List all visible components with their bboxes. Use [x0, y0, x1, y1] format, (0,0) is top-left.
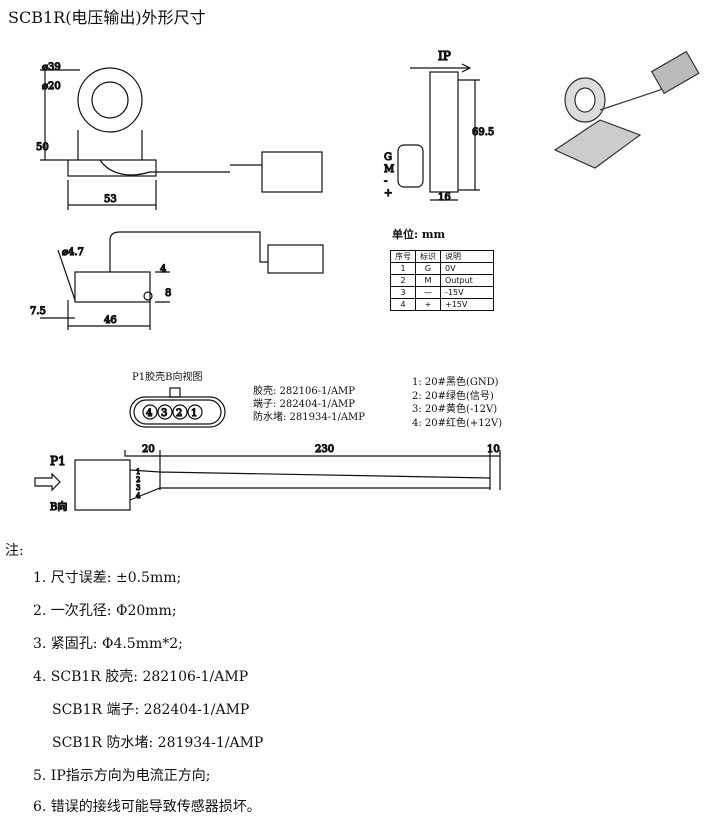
dim-diameter-20: ⌀20 [42, 81, 61, 92]
connector-view-title: P1胶壳B向视图 [132, 372, 203, 383]
notes-heading: 注: [5, 543, 24, 559]
pin-4: 4 [146, 408, 152, 419]
note-2: 2. 一次孔径: Φ20mm; [33, 603, 177, 619]
sensor-3d-image [553, 50, 700, 169]
cell: Output [440, 274, 494, 287]
table-header: 序号标识说明 [390, 250, 494, 263]
dim-diameter-39: ⌀39 [42, 62, 61, 73]
page-title: SCB1R(电压输出)外形尺寸 [8, 8, 206, 27]
wire-num-4: 4 [136, 492, 141, 500]
cell: — [415, 286, 441, 299]
dim-hole-4.7: ⌀4.7 [62, 247, 84, 258]
dim-46: 46 [104, 315, 117, 326]
header-cell: 标识 [415, 250, 441, 263]
note-1: 1. 尺寸误差: ±0.5mm; [33, 570, 182, 586]
sensor-bottom-view [40, 231, 324, 330]
sensor-side-view [397, 63, 480, 201]
cell: -15V [440, 286, 494, 299]
wire-1: 1: 20#黑色(GND) [412, 377, 499, 388]
sensor-front-view [40, 67, 323, 210]
cell: G [415, 262, 441, 275]
wire-num-1: 1 [136, 468, 140, 476]
dim-height-50: 50 [36, 142, 49, 153]
note-4-terminal: SCB1R 端子: 282404-1/AMP [52, 702, 250, 718]
cell: +15V [440, 298, 494, 311]
table-row: 3—-15V [390, 286, 494, 299]
cell: M [415, 274, 441, 287]
dim-8: 8 [165, 288, 171, 299]
note-6: 6. 错误的接线可能导致传感器损坏。 [33, 799, 261, 815]
wire-colors: 1: 20#黑色(GND) 2: 20#绿色(信号) 3: 20#黄色(-12V… [412, 376, 502, 430]
header-cell: 序号 [390, 250, 416, 263]
part-housing: 胶壳: 282106-1/AMP [253, 386, 356, 397]
cable-drawing [34, 450, 501, 511]
part-seal: 防水堵: 281934-1/AMP [253, 412, 366, 423]
wire-4: 4: 20#红色(+12V) [412, 417, 503, 429]
pin-label-plus: + [384, 188, 392, 199]
part-terminal: 端子: 282404-1/AMP [253, 399, 356, 410]
cell: 0V [440, 262, 494, 275]
dim-height-69.5: 69.5 [472, 127, 494, 138]
wire-num-3: 3 [136, 484, 140, 492]
p1-label: P1 [50, 454, 66, 468]
dim-7.5: 7.5 [30, 306, 46, 317]
dim-length-10: 10 [487, 444, 500, 455]
wire-num-2: 2 [136, 476, 140, 484]
dim-width-16: 16 [438, 192, 451, 203]
dim-length-20: 20 [142, 444, 155, 455]
pin-label-m: M [384, 164, 394, 175]
cell: + [415, 298, 441, 311]
connector-face-view [129, 387, 226, 428]
note-4-seal: SCB1R 防水堵: 281934-1/AMP [52, 735, 264, 751]
note-3: 3. 紧固孔: Φ4.5mm*2; [33, 636, 183, 652]
cell: 1 [390, 262, 416, 275]
unit-label: 单位: mm [392, 228, 446, 241]
dim-width-53: 53 [104, 194, 117, 205]
note-5: 5. IP指示方向为电流正方向; [33, 768, 211, 784]
wire-3: 3: 20#黄色(-12V) [412, 404, 498, 415]
wire-2: 2: 20#绿色(信号) [412, 390, 494, 402]
cell: 3 [390, 286, 416, 299]
header-cell: 说明 [440, 250, 494, 263]
note-4: 4. SCB1R 胶壳: 282106-1/AMP [33, 669, 249, 685]
ip-direction-label: IP [438, 49, 451, 63]
pin-2: 2 [176, 408, 182, 419]
table-row: 4++15V [390, 298, 494, 311]
pin-label-minus: - [384, 176, 387, 187]
pin-label-g: G [384, 152, 392, 163]
connector-parts: 胶壳: 282106-1/AMP 端子: 282404-1/AMP 防水堵: 2… [253, 385, 365, 424]
pin-3: 3 [161, 408, 167, 419]
dim-4: 4 [160, 264, 166, 275]
pin-1: 1 [191, 408, 197, 419]
b-direction-label: B向 [50, 500, 67, 513]
cell: 4 [390, 298, 416, 311]
cell: 2 [390, 274, 416, 287]
dim-length-230: 230 [315, 444, 334, 455]
